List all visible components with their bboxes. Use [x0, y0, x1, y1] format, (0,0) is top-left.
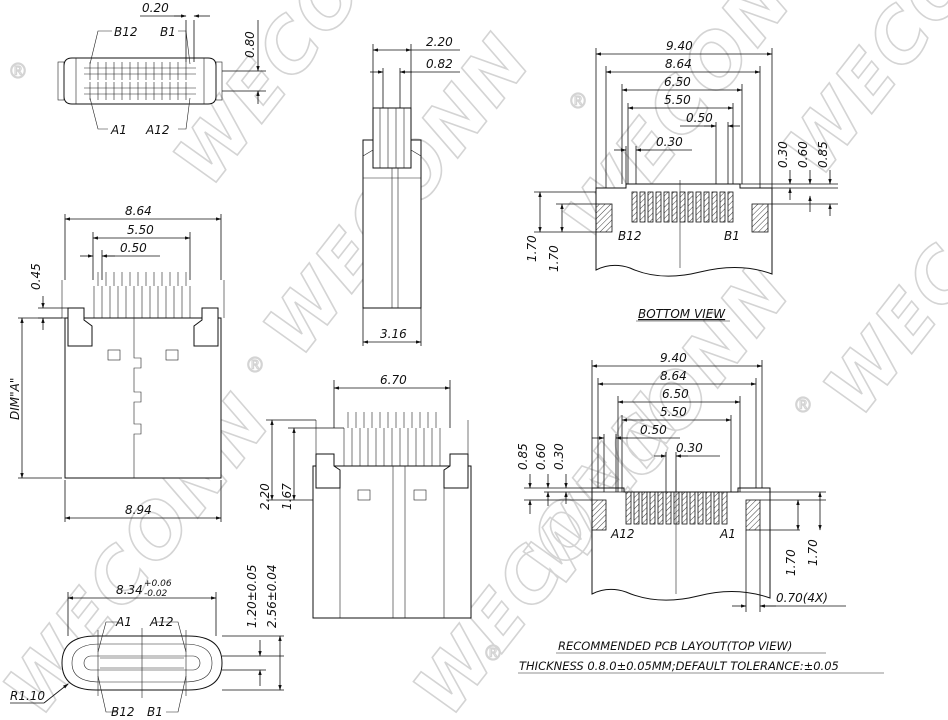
pin-label-a12: A12: [145, 123, 169, 137]
dim-h1: 1.70: [525, 235, 539, 262]
dim-w5: 0.50: [686, 111, 713, 125]
dim-w2: 8.64: [665, 57, 692, 71]
dim-w6: 0.30: [676, 441, 703, 455]
pcb-layout-view: A12 A1 9.40 8.64 6.50 5.50 0.50 0.30 0.8…: [516, 351, 846, 612]
pin-label-b1: B1: [147, 705, 163, 719]
dim-inner-pitch: 0.50: [120, 241, 147, 255]
dim-mid-width: 5.50: [127, 223, 154, 237]
dim-row-gap: 0.80: [243, 31, 257, 58]
notes: RECOMMENDED PCB LAYOUT(TOP VIEW) THICKNE…: [518, 639, 884, 674]
pin-array: [343, 412, 441, 466]
dim-h1: 1.70: [784, 549, 798, 576]
bottom-view: B12 B1 9.40 8.64 6.50 5.50 0.50 0.30 0.3…: [525, 39, 838, 322]
dim-width: 8.34: [116, 583, 143, 597]
dim-h2: 1.70: [806, 539, 820, 566]
dim-w4: 5.50: [664, 93, 691, 107]
pin-label-a1: A1: [719, 527, 736, 541]
registered-mark: ®: [483, 641, 503, 665]
dim-radius: R1.10: [10, 689, 45, 703]
dim-top-width: 6.70: [380, 373, 407, 387]
dim-w3: 6.50: [662, 387, 689, 401]
dim-a-label: DIM"A": [8, 378, 22, 420]
pin-label-b12: B12: [111, 705, 135, 719]
dim-top-width: 2.20: [426, 35, 453, 49]
top-left-pin-view: B12 B1 A1 A12 0.20 0.80: [57, 1, 266, 137]
dim-tol-minus: -0.02: [144, 589, 168, 599]
dim-height-1: 1.20±0.05: [245, 565, 259, 629]
pin-label-a12: A12: [149, 615, 173, 629]
registered-mark: ®: [245, 353, 265, 377]
hold-down-pad: [591, 499, 607, 531]
hold-down-pad: [745, 499, 761, 531]
dim-h2: 1.70: [547, 245, 561, 272]
dim-v2: 0.60: [796, 141, 810, 168]
dim-pin-height: 0.45: [29, 263, 43, 290]
bottom-view-caption: BOTTOM VIEW: [638, 307, 726, 321]
dim-outer-width: 8.64: [125, 204, 152, 218]
dim-outer-height: 2.20: [258, 483, 272, 510]
signal-pad-row: [625, 491, 728, 525]
registered-mark: ®: [8, 59, 28, 83]
pin-label-b12: B12: [114, 25, 138, 39]
registered-mark: ®: [793, 393, 813, 417]
dim-w4: 5.50: [660, 405, 687, 419]
note-pcb-layout: RECOMMENDED PCB LAYOUT(TOP VIEW): [558, 639, 792, 653]
dim-inner-width: 0.82: [426, 57, 453, 71]
dim-v2: 0.60: [534, 443, 548, 470]
dim-w3: 6.50: [664, 75, 691, 89]
signal-pad-row: [631, 191, 734, 223]
pin-label-a12: A12: [610, 527, 634, 541]
dim-w6: 0.30: [656, 135, 683, 149]
registered-mark: ®: [568, 89, 588, 113]
dim-v3: 0.85: [816, 141, 830, 168]
dim-bottom-width: 3.16: [380, 327, 407, 341]
hold-down-pad: [751, 203, 769, 233]
dim-w1: 9.40: [666, 39, 693, 53]
dim-inner-height: 1.67: [280, 483, 294, 510]
pin-label-a1: A1: [110, 123, 127, 137]
pin-label-b1: B1: [160, 25, 176, 39]
dim-tol-plus: +0.06: [144, 579, 172, 589]
pin-row-a: [84, 82, 196, 100]
pin-label-b12: B12: [618, 229, 642, 243]
pin-row-b: [84, 62, 196, 80]
dim-w1: 9.40: [660, 351, 687, 365]
pin-array: [93, 272, 191, 318]
pin-label-b1: B1: [724, 229, 740, 243]
dim-height-2: 2.56±0.04: [265, 565, 279, 629]
hold-down-pad: [595, 203, 613, 233]
side-view: 2.20 0.82 3.16: [362, 35, 460, 346]
dim-pin-pitch: 0.20: [142, 1, 169, 15]
dim-v1: 0.30: [776, 141, 790, 168]
front-view-left: 8.64 5.50 0.50 0.45 DIM"A" 8.94: [8, 204, 225, 522]
receptacle-view: A1 A12 B12 B1 8.34 +0.06 -0.02 1.20±0.05…: [10, 565, 284, 719]
note-thickness: THICKNESS 0.8.0±0.05MM;DEFAULT TOLERANCE…: [519, 659, 839, 673]
dim-w2: 8.64: [660, 369, 687, 383]
front-view-center: 6.70 2.20 1.67: [258, 373, 472, 619]
dim-w5: 0.50: [640, 423, 667, 437]
pin-label-a1: A1: [115, 615, 132, 629]
dim-pad-width: 0.70(4X): [776, 591, 828, 605]
dim-body-width: 8.94: [125, 503, 152, 517]
dim-v3: 0.30: [552, 443, 566, 470]
dim-v1: 0.85: [516, 443, 530, 470]
